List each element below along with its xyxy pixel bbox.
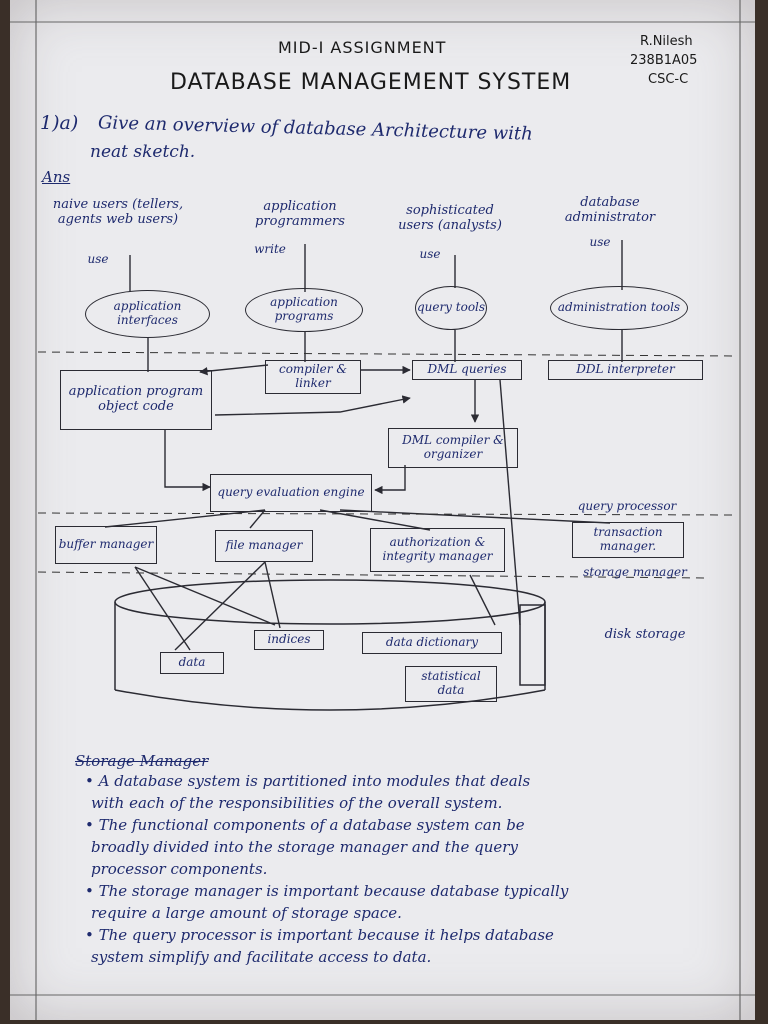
answer-label: Ans [42,168,71,186]
storage-manager-label: storage manager [583,565,687,579]
application-interfaces: application interfaces [85,290,210,338]
note-line: processor components. [91,860,268,878]
authorization-integrity-manager: authorization & integrity manager [370,528,505,572]
buffer-manager: buffer manager [55,526,157,564]
question-number: 1)a) [40,112,79,134]
dml-compiler-organizer: DML compiler & organizer [388,428,518,468]
note-line: with each of the responsibilities of the… [91,794,503,812]
administration-tools: administration tools [550,286,688,330]
query-tools: query tools [415,286,487,330]
statistical-data: statistical data [405,666,497,702]
data-dictionary: data dictionary [362,632,502,654]
page-title: DATABASE MANAGEMENT SYSTEM [170,70,572,95]
transaction-manager: transaction manager. [572,522,684,558]
compiler-linker: compiler & linker [265,360,361,394]
application-programs: application programs [245,288,363,332]
app-program-object-code: application program object code [60,370,212,430]
page-border [10,0,755,1020]
user-naive-verb: use [87,252,109,266]
architecture-connectors [37,240,739,711]
file-manager: file manager [215,530,313,562]
user-app-programmers: application programmers [255,199,345,229]
roll-number: 238B1A05 [630,53,698,68]
user-dba: database administrator [564,195,656,225]
assignment-heading: MID-I ASSIGNMENT [278,38,447,57]
user-naive: naive users (tellers, agents web users) [52,197,184,227]
question-line-2: neat sketch. [90,142,196,162]
indices: indices [254,630,324,650]
note-line: broadly divided into the storage manager… [91,838,518,856]
paper-sheet: MID-I ASSIGNMENT DATABASE MANAGEMENT SYS… [10,0,755,1020]
student-name: R.Nilesh [640,34,693,49]
data-store: data [160,652,224,674]
query-processor-label: query processor [577,499,677,513]
section: CSC-C [648,72,689,87]
note-line: • The storage manager is important becau… [85,882,569,900]
note-line: • A database system is partitioned into … [85,772,531,790]
query-evaluation-engine: query evaluation engine [210,474,372,512]
notes-body: • A database system is partitioned into … [85,770,735,968]
disk-storage-label: disk storage [604,627,686,642]
note-line: • The query processor is important becau… [85,926,554,944]
user-sophisticated: sophisticated users (analysts) [398,203,502,233]
user-app-programmers-verb: write [254,242,286,256]
user-dba-verb: use [589,235,611,249]
note-line: system simplify and facilitate access to… [91,948,432,966]
ddl-interpreter: DDL interpreter [548,360,703,380]
note-line: require a large amount of storage space. [91,904,402,922]
note-line: • The functional components of a databas… [85,816,525,834]
notes-heading: Storage Manager [75,752,209,770]
dml-queries: DML queries [412,360,522,380]
user-sophisticated-verb: use [419,247,441,261]
